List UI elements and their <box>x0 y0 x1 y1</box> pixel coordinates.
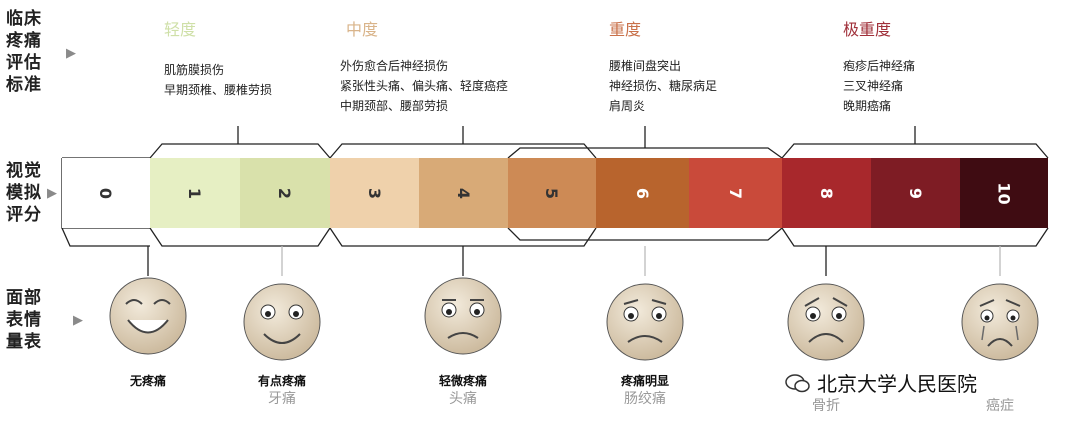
conditions-extreme: 疱疹后神经痛 三叉神经痛 晚期癌痛 <box>843 59 916 113</box>
scale-cell-8: 8 <box>782 158 871 228</box>
face-obvious-pain-icon <box>606 283 684 361</box>
face-arrow-icon: ▶ <box>73 313 83 328</box>
scale-cell-0: 0 <box>62 158 150 228</box>
scale-cell-3: 3 <box>330 158 419 228</box>
severity-title-extreme: 极重度 <box>843 20 892 39</box>
scale-cell-5: 5 <box>508 158 596 228</box>
severity-title-moderate: 中度 <box>346 20 379 39</box>
scale-cell-7: 7 <box>689 158 782 228</box>
conditions-moderate: 外伤愈合后神经损伤 紧张性头痛、偏头痛、轻度癌痉 中期颈部、腰部劳损 <box>340 59 509 113</box>
face-worst-pain-icon <box>961 283 1039 361</box>
face-sub-4: 头痛 <box>449 391 477 407</box>
visual-arrow-icon: ▶ <box>47 186 57 201</box>
scale-cell-10: 10 <box>960 158 1048 228</box>
face-no-pain-icon <box>109 277 187 355</box>
visual-label: 视觉 模拟 评分 <box>6 161 42 225</box>
face-severe-pain-icon <box>787 283 865 361</box>
watermark: 北京大学人民医院 <box>785 368 977 397</box>
face-label-0: 无疼痛 <box>129 374 166 388</box>
watermark-text: 北京大学人民医院 <box>817 372 977 396</box>
face-mild-pain-icon <box>424 277 502 355</box>
face-sub-10: 癌症 <box>986 398 1014 414</box>
face-slight-pain-icon <box>243 283 321 361</box>
wechat-icon <box>785 373 810 392</box>
face-label: 面部 表情 量表 <box>6 288 42 352</box>
clinical-label: 临床 疼痛 评估 标准 <box>6 9 42 95</box>
face-sub-2: 牙痛 <box>268 391 296 407</box>
scale-cell-9: 9 <box>871 158 960 228</box>
face-label-6: 疼痛明显 <box>620 374 669 388</box>
conditions-mild: 肌筋膜损伤 早期颈椎、腰椎劳损 <box>164 63 273 97</box>
clinical-arrow-icon: ▶ <box>66 46 76 61</box>
severity-title-mild: 轻度 <box>164 20 197 39</box>
face-label-4: 轻微疼痛 <box>438 374 487 388</box>
face-sub-8: 骨折 <box>812 398 840 414</box>
scale-cell-6: 6 <box>596 158 689 228</box>
scale-cell-1: 1 <box>150 158 240 228</box>
scale-cell-4: 4 <box>419 158 508 228</box>
face-label-2: 有点疼痛 <box>257 374 306 388</box>
scale-cell-2: 2 <box>240 158 330 228</box>
severity-title-severe: 重度 <box>609 20 642 39</box>
conditions-severe: 腰椎间盘突出 神经损伤、糖尿病足 肩周炎 <box>609 59 718 113</box>
face-sub-6: 肠绞痛 <box>624 391 666 407</box>
